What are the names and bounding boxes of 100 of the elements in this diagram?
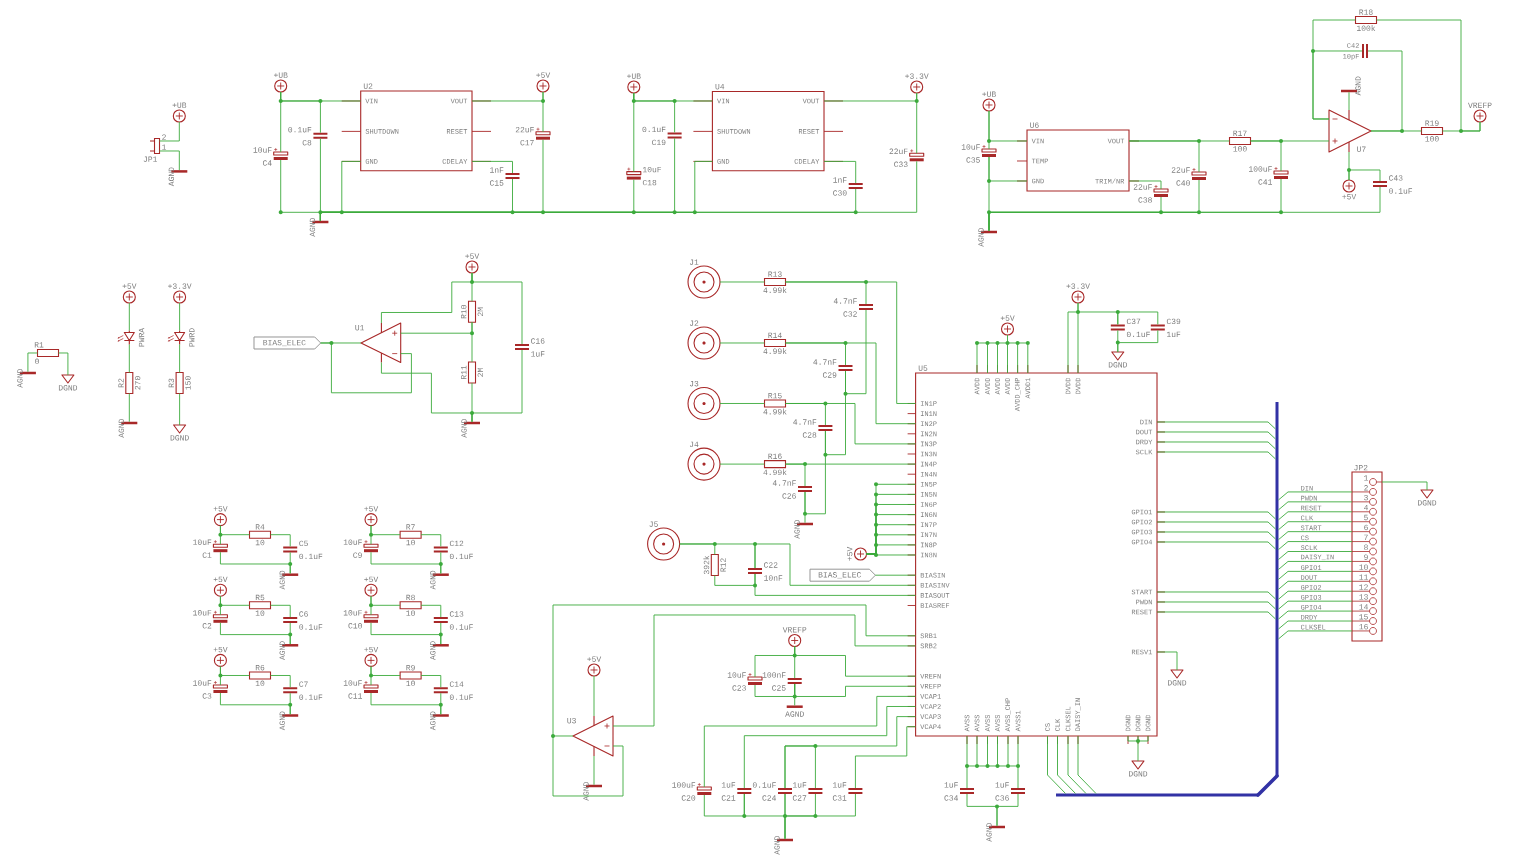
wire — [719, 342, 765, 344]
wire — [219, 595, 250, 606]
wire — [1057, 735, 1076, 794]
wire — [714, 573, 756, 586]
wire — [1278, 561, 1353, 570]
op-amp: U7 — [1328, 109, 1372, 153]
node-label: R15 — [768, 393, 782, 399]
wire — [289, 551, 291, 574]
polarized-capacitor: 22uF C38 — [1133, 184, 1169, 203]
node-label: C10 — [348, 623, 362, 629]
wire — [1127, 735, 1149, 762]
resistor: R14 4.99k — [763, 332, 787, 354]
led: PWRD — [167, 328, 195, 347]
wire — [1278, 580, 1353, 590]
capacitor: C37 0.1uF — [1109, 318, 1150, 338]
wire — [1156, 611, 1276, 620]
wire — [1278, 610, 1353, 620]
wire — [128, 393, 130, 423]
wire — [1256, 774, 1279, 797]
wire — [27, 352, 38, 373]
capacitor: 100nF C25 — [762, 672, 803, 691]
node-label: U6 — [1030, 122, 1039, 128]
wire — [1156, 441, 1276, 450]
polarized-capacitor: 100uF C20 — [672, 782, 712, 801]
wire — [471, 160, 513, 174]
capacitor: 4.7nF C29 — [813, 359, 854, 378]
wire — [845, 309, 867, 395]
connector-jack: J4 — [687, 441, 721, 481]
wire — [1381, 481, 1428, 491]
node-label: 10 — [255, 539, 265, 546]
node-label: C38 — [1138, 197, 1152, 203]
capacitor: 4.7nF C26 — [772, 480, 813, 499]
node-label: R7 — [406, 524, 415, 530]
resistor: R5 10 — [248, 594, 272, 616]
capacitor: 0.1uF C19 — [642, 126, 683, 146]
capacitor: C13 0.1uF — [432, 611, 473, 630]
node-label: C11 — [348, 693, 363, 699]
resistor: R8 10 — [399, 594, 422, 616]
capacitor: 1uF C31 — [832, 782, 864, 801]
node-label: C41 — [1258, 179, 1273, 185]
node-label: R19 — [1425, 120, 1439, 126]
resistor: R17 100 — [1228, 130, 1252, 152]
wire — [1278, 511, 1353, 521]
node-label: 4.99k — [763, 287, 787, 293]
wire — [1156, 421, 1276, 430]
node-label: R17 — [1233, 130, 1247, 136]
op-amp: U3 — [567, 715, 614, 757]
wire — [552, 604, 917, 737]
wire — [420, 675, 442, 688]
wire — [380, 362, 473, 423]
wire — [1067, 735, 1087, 794]
wire — [128, 344, 130, 373]
polarized-capacitor: 10uF C2 — [193, 610, 228, 629]
wire — [1348, 169, 1381, 182]
wire — [976, 334, 1029, 374]
polarized-capacitor: 10uF C23 — [727, 672, 763, 691]
resistor: R19 100 — [1420, 120, 1444, 142]
node-label: U5 — [918, 365, 928, 371]
node-label: 2M — [477, 368, 483, 377]
node-label: R9 — [406, 664, 415, 671]
wire — [1278, 570, 1353, 580]
wire — [1442, 121, 1481, 132]
node-label: C4 — [262, 160, 272, 166]
resistor: R18 100k — [1354, 9, 1378, 31]
node-label: R1 — [34, 342, 44, 348]
wire — [754, 683, 796, 697]
wire — [794, 646, 917, 677]
node-label: 150 — [185, 376, 191, 390]
node-label: 10uF — [961, 144, 980, 150]
wire — [1370, 130, 1422, 132]
wire — [420, 534, 442, 547]
wire — [1278, 600, 1353, 610]
connector-jack: J3 — [687, 380, 721, 421]
resistor: R7 10 — [399, 524, 422, 546]
resistor: R11 2M — [461, 361, 483, 384]
node-label: C18 — [642, 179, 657, 186]
node-label: R13 — [768, 271, 782, 277]
wire — [1156, 651, 1178, 671]
capacitor: 1uF C27 — [792, 782, 824, 801]
node-label: 10uF — [343, 539, 362, 545]
node-label: R4 — [255, 524, 265, 530]
wire — [996, 793, 1019, 827]
wire — [179, 344, 181, 373]
wire — [270, 675, 291, 688]
wire — [804, 491, 806, 524]
wire — [1077, 735, 1097, 794]
wire — [804, 430, 826, 515]
capacitor: 1uF C34 — [944, 782, 975, 801]
wire — [633, 92, 713, 102]
capacitor: C12 0.1uF — [432, 540, 473, 560]
node-label: 0 — [35, 358, 39, 365]
node-label: 4.99k — [763, 408, 787, 415]
wire — [1128, 140, 1230, 142]
resistor: R4 10 — [248, 524, 272, 546]
wire — [1128, 180, 1162, 190]
node-label: 2 — [162, 134, 166, 140]
wire — [289, 692, 291, 715]
node-label: 10uF — [343, 610, 362, 616]
wire — [743, 706, 917, 789]
node-label: JP1 — [143, 156, 158, 162]
